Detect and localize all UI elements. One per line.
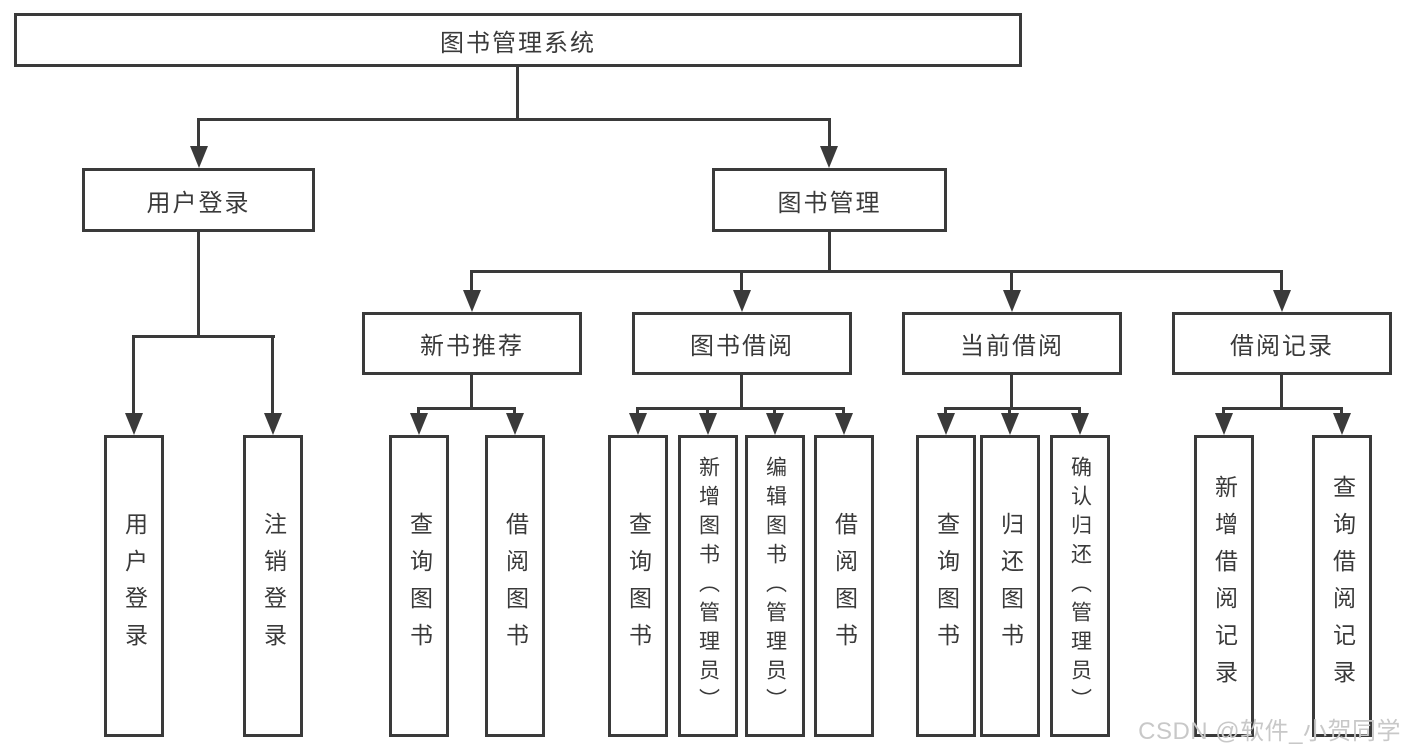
connector-arrow-stem bbox=[944, 407, 947, 416]
connector-arrow-stem bbox=[636, 407, 639, 416]
leaf-borrow-books-borrow: 借阅图书 bbox=[814, 435, 874, 737]
connector-arrow-stem bbox=[706, 407, 709, 416]
connector-arrow-stem bbox=[1008, 407, 1011, 416]
leaf-query-borrow-record: 查询借阅记录 bbox=[1312, 435, 1372, 737]
node-label: 借阅图书 bbox=[831, 512, 858, 660]
connector-arrow-stem bbox=[1010, 270, 1013, 292]
leaf-return-book: 归还图书 bbox=[980, 435, 1040, 737]
connector-group-hline bbox=[418, 407, 516, 410]
connector-arrow-stem bbox=[132, 335, 135, 415]
node-label: 新增图书（管理员） bbox=[696, 455, 720, 717]
leaf-add-book-admin: 新增图书（管理员） bbox=[678, 435, 738, 737]
node-label: 图书管理系统 bbox=[440, 29, 596, 57]
leaf-query-books-current: 查询图书 bbox=[916, 435, 976, 737]
connector-level1-hline bbox=[197, 118, 831, 121]
watermark: CSDN @软件_小贺同学 bbox=[1138, 718, 1401, 745]
connector-arrow-stem bbox=[513, 407, 516, 416]
leaf-add-borrow-record: 新增借阅记录 bbox=[1194, 435, 1254, 737]
connector-user-login-stem bbox=[197, 232, 200, 337]
connector-arrow-stem bbox=[740, 270, 743, 292]
arrowhead-icon bbox=[937, 413, 955, 435]
node-user-login: 用户登录 bbox=[82, 168, 315, 232]
connector-arrow-stem bbox=[1340, 407, 1343, 416]
node-book-management: 图书管理 bbox=[712, 168, 947, 232]
connector-level2-hline bbox=[470, 270, 1283, 273]
node-label: 确认归还（管理员） bbox=[1068, 455, 1092, 717]
connector-book-management-stem bbox=[828, 232, 831, 272]
arrowhead-icon bbox=[1003, 290, 1021, 312]
arrowhead-icon bbox=[820, 146, 838, 168]
connector-group-hline bbox=[944, 407, 1080, 410]
connector-arrow-stem bbox=[197, 118, 200, 149]
leaf-query-books-recommend: 查询图书 bbox=[389, 435, 449, 737]
arrowhead-icon bbox=[125, 413, 143, 435]
connector-group-hline bbox=[1222, 407, 1342, 410]
node-borrow-records: 借阅记录 bbox=[1172, 312, 1392, 375]
connector-arrow-stem bbox=[271, 335, 274, 415]
arrowhead-icon bbox=[1273, 290, 1291, 312]
node-label: 新书推荐 bbox=[420, 333, 524, 360]
node-label: 当前借阅 bbox=[960, 333, 1064, 360]
node-label: 用户登录 bbox=[121, 512, 148, 660]
node-label: 图书借阅 bbox=[690, 333, 794, 360]
node-label: 查询图书 bbox=[406, 512, 433, 660]
connector-arrow-stem bbox=[1222, 407, 1225, 416]
arrowhead-icon bbox=[733, 290, 751, 312]
connector-root-stem bbox=[516, 67, 519, 120]
connector-arrow-stem bbox=[470, 270, 473, 292]
node-library-management-system: 图书管理系统 bbox=[14, 13, 1022, 67]
arrowhead-icon bbox=[264, 413, 282, 435]
leaf-borrow-books-recommend: 借阅图书 bbox=[485, 435, 545, 737]
node-label: 借阅记录 bbox=[1230, 333, 1334, 360]
arrowhead-icon bbox=[699, 413, 717, 435]
arrowhead-icon bbox=[1215, 413, 1233, 435]
node-label: 查询借阅记录 bbox=[1329, 475, 1356, 697]
connector-arrow-stem bbox=[828, 118, 831, 149]
arrowhead-icon bbox=[190, 146, 208, 168]
node-new-book-recommend: 新书推荐 bbox=[362, 312, 582, 375]
leaf-confirm-return-admin: 确认归还（管理员） bbox=[1050, 435, 1110, 737]
connector-arrow-stem bbox=[1078, 407, 1081, 416]
node-label: 用户登录 bbox=[146, 189, 251, 217]
connector-group-stem bbox=[470, 375, 473, 409]
connector-arrow-stem bbox=[1280, 270, 1283, 292]
node-label: 图书管理 bbox=[777, 189, 882, 217]
leaf-edit-book-admin: 编辑图书（管理员） bbox=[745, 435, 805, 737]
node-current-borrow: 当前借阅 bbox=[902, 312, 1122, 375]
node-book-borrow: 图书借阅 bbox=[632, 312, 852, 375]
arrowhead-icon bbox=[410, 413, 428, 435]
connector-user-login-hline bbox=[132, 335, 275, 338]
node-label: 查询图书 bbox=[933, 512, 960, 660]
leaf-logout: 注销登录 bbox=[243, 435, 303, 737]
arrowhead-icon bbox=[506, 413, 524, 435]
connector-group-hline bbox=[636, 407, 844, 410]
node-label: 查询图书 bbox=[625, 512, 652, 660]
connector-group-stem bbox=[1010, 375, 1013, 409]
connector-group-stem bbox=[1280, 375, 1283, 409]
leaf-user-login: 用户登录 bbox=[104, 435, 164, 737]
connector-arrow-stem bbox=[842, 407, 845, 416]
leaf-query-books-borrow: 查询图书 bbox=[608, 435, 668, 737]
arrowhead-icon bbox=[463, 290, 481, 312]
arrowhead-icon bbox=[1001, 413, 1019, 435]
connector-arrow-stem bbox=[417, 407, 420, 416]
node-label: 注销登录 bbox=[260, 512, 287, 660]
node-label: 借阅图书 bbox=[502, 512, 529, 660]
arrowhead-icon bbox=[1071, 413, 1089, 435]
connector-group-stem bbox=[740, 375, 743, 409]
node-label: 归还图书 bbox=[997, 512, 1024, 660]
connector-arrow-stem bbox=[773, 407, 776, 416]
node-label: 新增借阅记录 bbox=[1211, 475, 1238, 697]
arrowhead-icon bbox=[629, 413, 647, 435]
node-label: 编辑图书（管理员） bbox=[763, 455, 787, 717]
arrowhead-icon bbox=[835, 413, 853, 435]
arrowhead-icon bbox=[1333, 413, 1351, 435]
arrowhead-icon bbox=[766, 413, 784, 435]
